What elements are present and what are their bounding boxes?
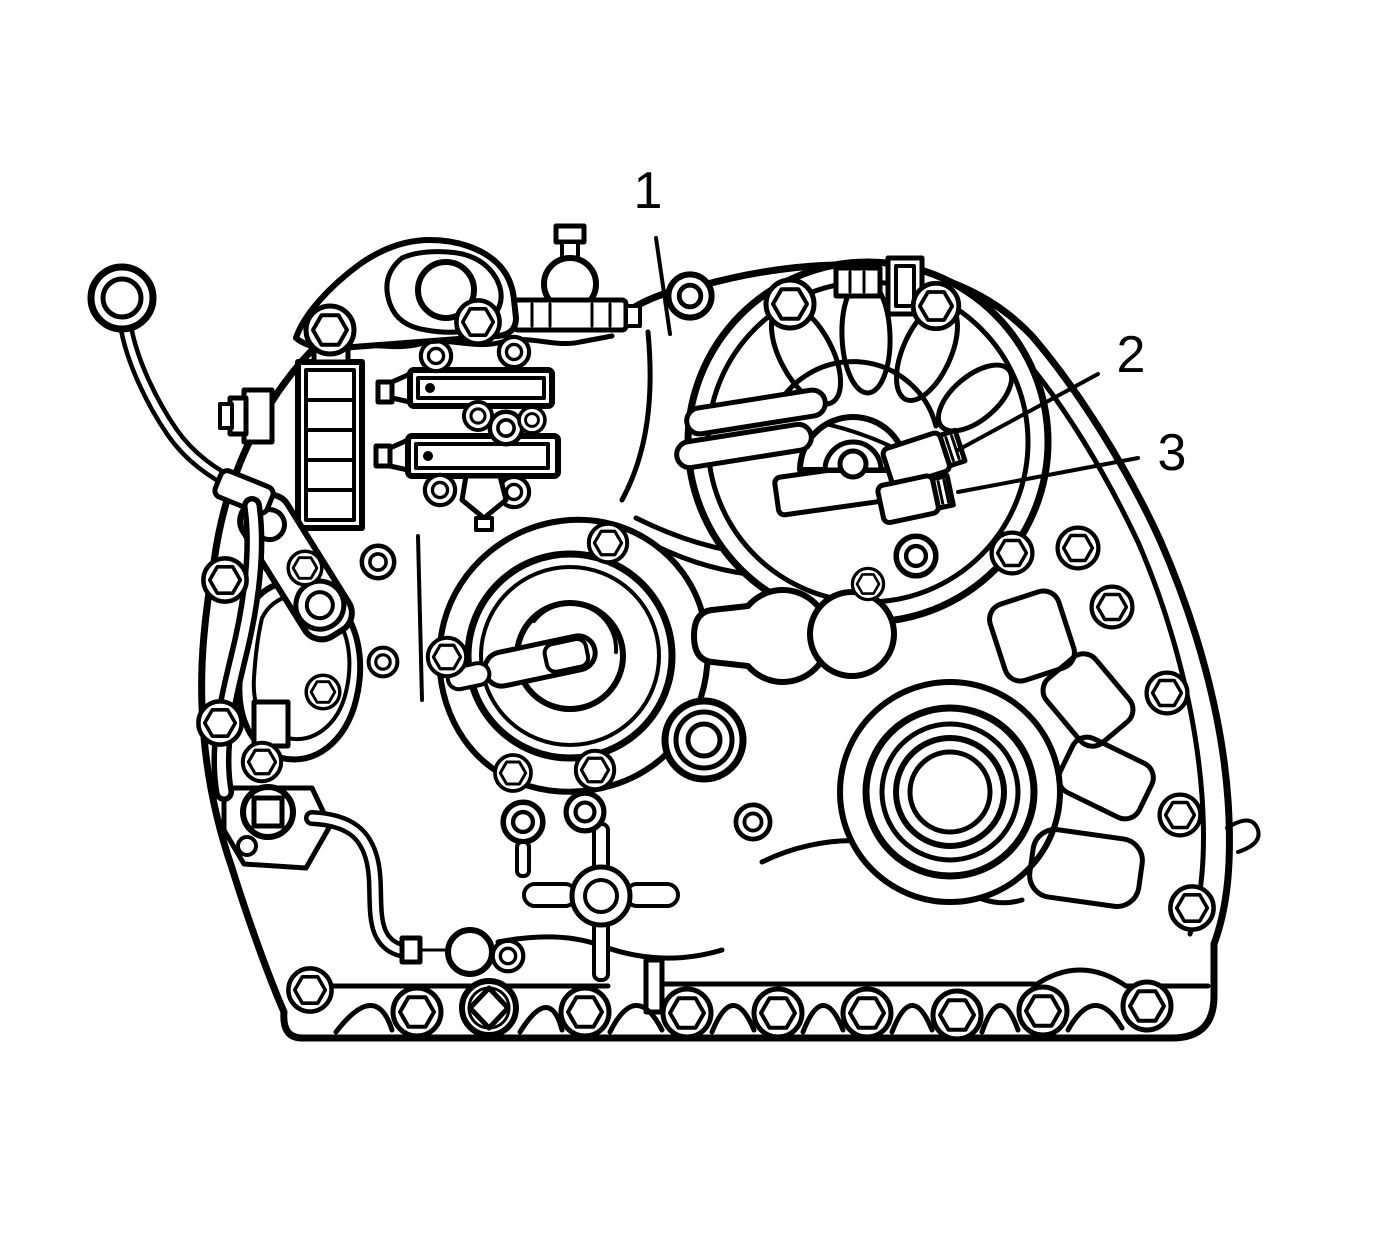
dipstick <box>87 263 276 802</box>
pipe-nut <box>399 935 423 965</box>
callout-1-label: 1 <box>634 162 663 220</box>
square-socket-plug <box>240 784 296 840</box>
corner-lug <box>1225 818 1261 854</box>
case-openings <box>661 587 897 783</box>
valve-body-foot <box>459 473 509 521</box>
center-cover <box>416 516 711 795</box>
rib-opening <box>987 588 1077 684</box>
callout-2-label: 2 <box>1117 326 1146 384</box>
axle-seal-and-webs <box>837 588 1261 909</box>
input-speed-sensor <box>880 427 968 490</box>
pipe-ball-fitting <box>445 927 495 977</box>
rib-opening <box>1040 651 1136 749</box>
small-seal <box>661 697 747 783</box>
top-lugs <box>668 255 925 318</box>
bracket-hole <box>415 259 477 321</box>
rib-opening <box>1027 827 1145 909</box>
callout-3-leader <box>956 456 1140 494</box>
bottom-flange <box>295 957 1211 1038</box>
connector-block <box>218 387 275 445</box>
callout-3-label: 3 <box>1158 424 1187 482</box>
selector-channels <box>674 387 892 471</box>
callouts: 1 2 3 <box>634 162 1187 494</box>
lever-block <box>251 699 291 749</box>
donut-bosses <box>503 536 936 878</box>
output-speed-sensor <box>875 473 956 526</box>
right-wall-line <box>1019 353 1206 937</box>
stud-boss <box>503 802 543 878</box>
breather-vent <box>498 223 642 333</box>
valve-body <box>218 337 561 532</box>
solenoid <box>375 367 555 409</box>
round-opening <box>807 589 897 679</box>
solenoid <box>373 433 561 479</box>
input-slot <box>445 633 598 692</box>
web-opening <box>935 362 1015 434</box>
rib-opening <box>1056 734 1156 822</box>
drain-plug <box>459 978 519 1038</box>
callout-1-leader <box>654 236 672 336</box>
keyhole-opening <box>691 587 832 685</box>
cooler-pipe-and-bracket <box>221 784 523 977</box>
callout-2-leader <box>956 372 1100 452</box>
top-connector <box>833 265 883 299</box>
flange-tab <box>643 957 665 1015</box>
